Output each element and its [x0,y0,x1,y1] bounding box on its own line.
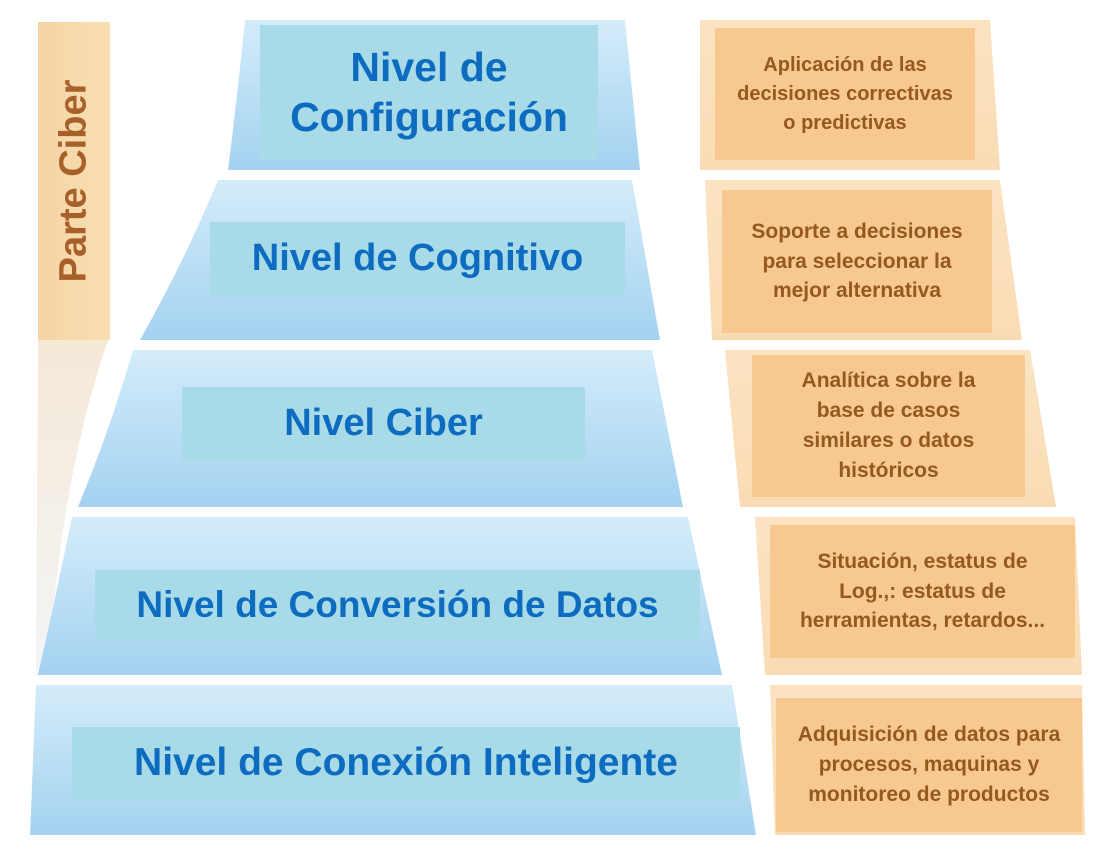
level-configuracion: Nivel de Configuración [260,25,598,160]
side-label: Parte Ciber [52,79,95,283]
desc-text: Situación, estatus de Log.,: estatus de … [799,549,1046,633]
level-label: Nivel de Conversión de Datos [136,583,659,625]
level-cognitivo: Nivel de Cognitivo [210,222,625,296]
desc-ciber: Analítica sobre la base de casos similar… [752,355,1025,497]
level-conexion-inteligente: Nivel de Conexión Inteligente [72,727,740,800]
desc-text: Analítica sobre la base de casos similar… [801,369,976,482]
desc-text: Aplicación de las decisiones correctivas… [737,53,953,134]
level-label: Nivel de Cognitivo [251,237,584,280]
side-banner: Parte Ciber [38,22,110,340]
side-tail [36,340,108,675]
level-conversion-datos: Nivel de Conversión de Datos [95,570,700,640]
level-label: Nivel Ciber [284,402,483,445]
desc-conversion-datos: Situación, estatus de Log.,: estatus de … [770,525,1075,658]
desc-configuracion: Aplicación de las decisiones correctivas… [715,28,975,160]
desc-text: Soporte a decisiones para seleccionar la… [751,219,963,303]
desc-cognitivo: Soporte a decisiones para seleccionar la… [722,190,992,333]
desc-conexion-inteligente: Adquisición de datos para procesos, maqu… [776,698,1082,832]
level-label: Nivel de Conexión Inteligente [134,741,678,785]
desc-text: Adquisición de datos para procesos, maqu… [797,723,1061,806]
level-label: Nivel de Configuración [290,44,568,140]
level-ciber: Nivel Ciber [182,387,585,461]
